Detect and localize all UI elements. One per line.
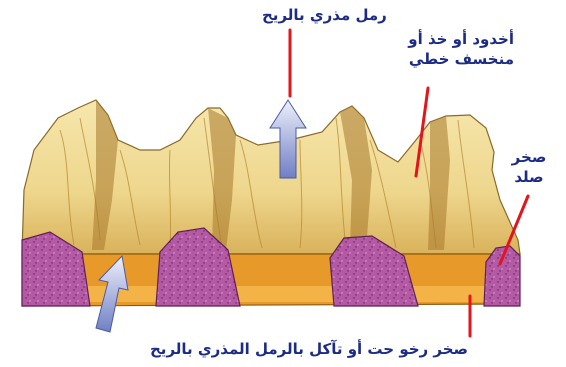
- hard-rock-label: صخر صلد: [500, 148, 558, 187]
- wind-blown-sand-label: رمل مذري بالريح: [262, 6, 387, 26]
- soft-rock-highlight: [22, 286, 518, 302]
- soft-rock-label: صخر رخو حت أو تآكل بالرمل المذري بالريح: [150, 340, 468, 360]
- yardang-label: أخدود أو خذ أو منخسف خطي: [364, 30, 514, 69]
